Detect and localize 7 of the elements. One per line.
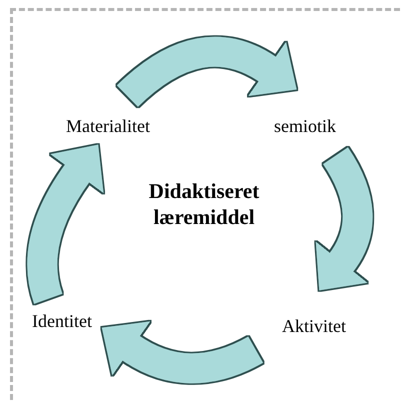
cycle-label: Materialitet: [66, 114, 150, 138]
cycle-label: Aktivitet: [282, 314, 346, 338]
center-label: Didaktiseret læremiddel: [129, 178, 279, 230]
cycle-label: Identitet: [32, 310, 92, 332]
curved-block-arrow: [27, 144, 104, 304]
curved-block-arrow: [117, 36, 298, 108]
cycle-label: semiotik: [274, 114, 336, 138]
